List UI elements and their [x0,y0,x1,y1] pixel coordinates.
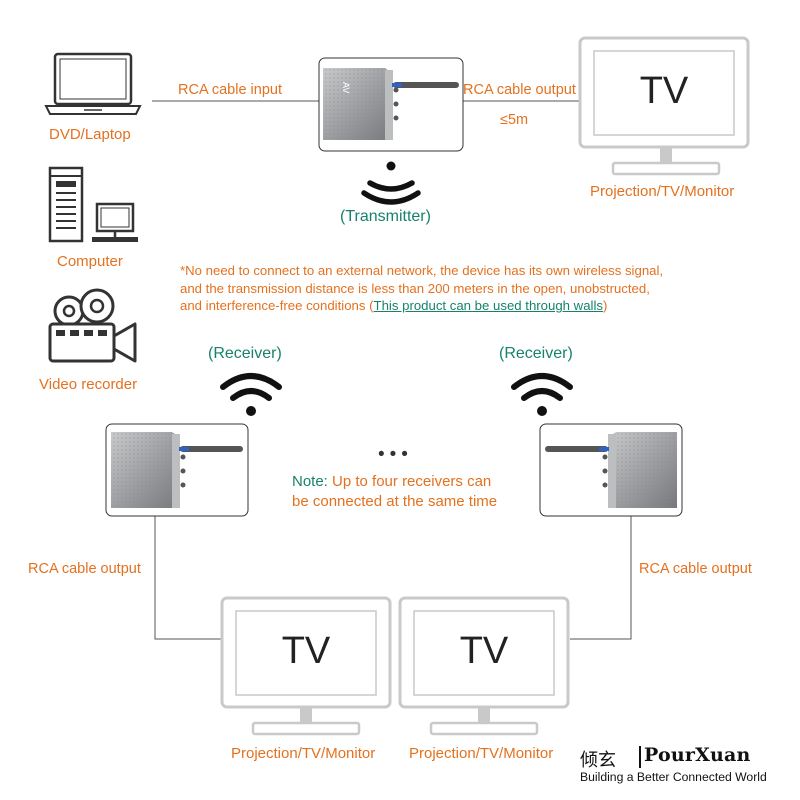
rca-output-label: RCA cable output [463,82,576,98]
receivers-note-prefix: Note: [292,473,333,490]
right-receiver-line [570,516,632,640]
video-camera-icon [48,288,137,363]
bottom-right-tv-monitor [398,596,570,736]
brand-tagline: Building a Better Connected World [580,770,767,784]
bottom-left-tv-screen-text: TV [281,630,331,672]
top-tv-monitor [578,36,750,176]
brand-logo-en: PourXuan [644,744,751,766]
wireless-note: *No need to connect to an external netwo… [180,262,663,315]
bottom-left-tv-caption: Projection/TV/Monitor [231,745,376,762]
top-tv-screen-text: TV [639,70,689,112]
wireless-note-line3-start: and interference-free conditions ( [180,298,374,313]
video-recorder-label: Video recorder [39,376,138,393]
rca-input-label: RCA cable input [178,82,282,98]
left-rca-output-label: RCA cable output [28,561,141,577]
right-rca-output-label: RCA cable output [639,561,752,577]
more-receivers-ellipsis: ••• [378,444,413,465]
top-tv-caption: Projection/TV/Monitor [590,183,735,200]
right-receiver-wifi-icon [511,373,573,416]
brand-divider [639,746,641,768]
wireless-note-line1: *No need to connect to an external netwo… [180,263,664,278]
left-receiver-wifi-icon [220,373,282,416]
laptop-icon [44,52,142,115]
left-receiver-device [105,423,249,517]
bottom-right-tv-screen-text: TV [459,630,509,672]
bottom-right-tv-caption: Projection/TV/Monitor [409,745,554,762]
left-receiver-label: (Receiver) [208,345,282,362]
distance-label: ≤5m [500,112,529,128]
left-receiver-line [154,516,222,640]
computer-icon [48,166,138,243]
computer-label: Computer [57,253,123,270]
wireless-note-line2: and the transmission distance is less th… [180,280,650,296]
transmitter-label: (Transmitter) [340,208,431,225]
right-receiver-label: (Receiver) [499,345,573,362]
receivers-note-line1: Up to four receivers can [332,473,492,490]
receivers-note: Note: Up to four receivers can be connec… [292,472,497,512]
receivers-note-line2: be connected at the same time [292,493,498,510]
transmitter-device: AV [318,57,464,152]
broadcast-signal-icon [361,161,421,205]
bottom-left-tv-monitor [220,596,392,736]
laptop-label: DVD/Laptop [49,126,131,143]
wireless-note-line3: and interference-free conditions (This p… [180,297,663,315]
brand-logo-cn: 倾玄 [580,750,616,771]
transmitter-brand-text: AV [341,82,351,93]
through-walls-text: This product can be used through walls [373,298,603,313]
right-receiver-device [539,423,683,517]
wireless-note-line3-end: ) [602,298,608,313]
